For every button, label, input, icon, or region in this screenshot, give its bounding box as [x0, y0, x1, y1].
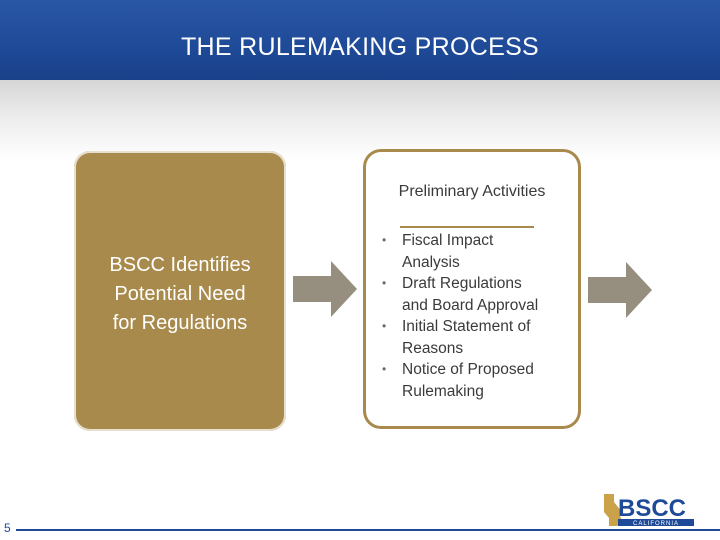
- bullet-icon: •: [382, 276, 387, 290]
- title-bar: THE RULEMAKING PROCESS: [0, 0, 720, 80]
- list-item-line: and Board Approval: [402, 296, 539, 314]
- title-shadow-band: [0, 80, 720, 160]
- step-label-line: Potential Need: [114, 283, 246, 305]
- logo-text: BSCC: [618, 495, 686, 522]
- list-item: • Fiscal Impact Analysis: [376, 230, 576, 273]
- bullet-icon: •: [382, 233, 387, 247]
- footer-divider: [16, 529, 720, 531]
- list-item-line: Notice of Proposed: [402, 361, 534, 378]
- step-box-inner: Preliminary Activities • Fiscal Impact A…: [366, 152, 578, 426]
- list-item-line: Initial Statement of: [402, 318, 531, 335]
- bullet-icon: •: [382, 319, 387, 333]
- page-number: 5: [4, 521, 11, 535]
- arrow-right-icon: [293, 261, 357, 317]
- logo-subtext: CALIFORNIA: [633, 521, 679, 527]
- step-label-line: BSCC Identifies: [109, 254, 251, 276]
- bullet-icon: •: [382, 362, 387, 376]
- list-item: • Notice of Proposed Rulemaking: [376, 359, 576, 402]
- list-item-line: Analysis: [402, 253, 460, 271]
- list-item-line: Draft Regulations: [402, 275, 522, 292]
- bscc-logo: BSCC CALIFORNIA: [604, 494, 694, 527]
- slide-title: THE RULEMAKING PROCESS: [180, 33, 540, 61]
- list-item-line: Fiscal Impact: [402, 232, 494, 249]
- list-item-line: Reasons: [402, 339, 464, 357]
- step-box-preliminary-activities: Preliminary Activities • Fiscal Impact A…: [363, 149, 581, 429]
- heading-underline: [400, 226, 534, 228]
- step-box-identify-need: BSCC Identifies Potential Need for Regul…: [74, 151, 286, 431]
- preliminary-activities-heading: Preliminary Activities: [398, 183, 546, 200]
- preliminary-activities-list: • Fiscal Impact Analysis • Draft Regulat…: [376, 230, 576, 402]
- list-item: • Draft Regulations and Board Approval: [376, 273, 576, 316]
- step-box-identify-need-label: BSCC Identifies Potential Need for Regul…: [74, 251, 286, 338]
- step-label-line: for Regulations: [112, 312, 248, 334]
- arrow-right-icon: [588, 262, 652, 318]
- list-item-line: Rulemaking: [402, 382, 484, 400]
- list-item: • Initial Statement of Reasons: [376, 316, 576, 359]
